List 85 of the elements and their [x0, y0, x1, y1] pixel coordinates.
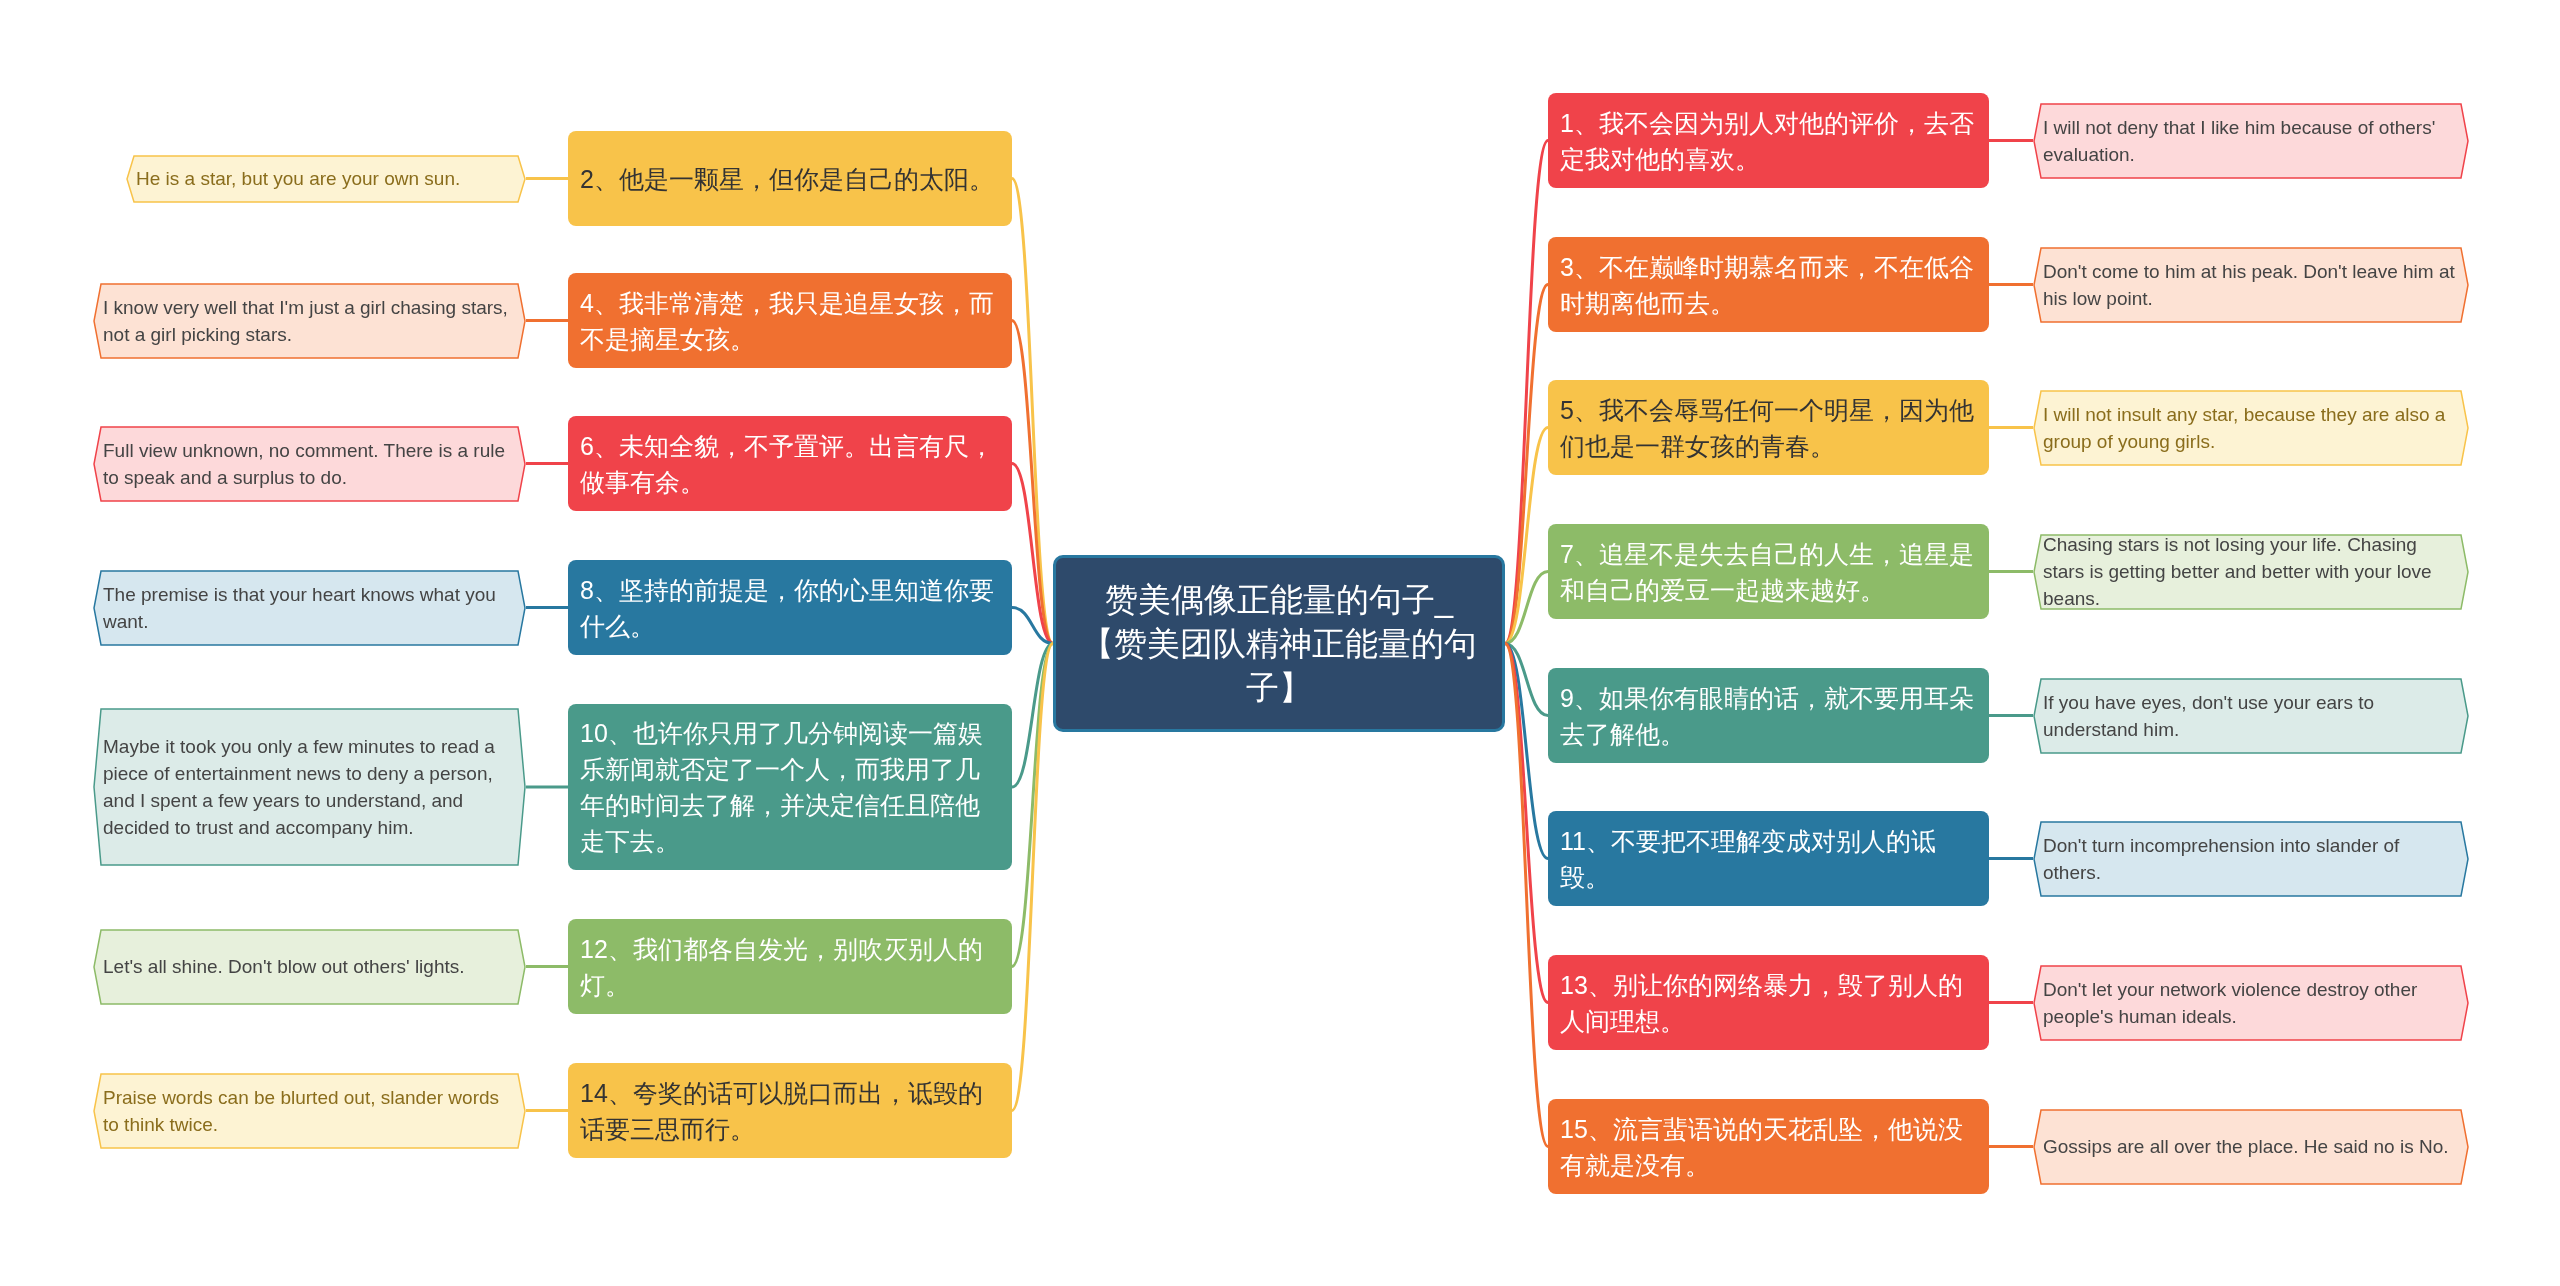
sentence-box — [1548, 93, 1989, 188]
sentence-box — [568, 704, 1012, 870]
connector-line — [526, 785, 568, 789]
connector-line — [1504, 570, 1549, 645]
topic-text: 赞美偶像正能量的句子_【赞美团队精神正能量的句子】 — [1080, 579, 1478, 708]
connector-line — [526, 462, 568, 465]
translation-box — [93, 708, 526, 866]
translation-text: I know very well that I'm just a girl chasing stars, not a girl picking stars. — [102, 295, 509, 347]
sentence-text: 1、我不会因为别人对他的评价，去否定我对他的喜欢。 — [1560, 107, 1975, 175]
sentence-box — [1548, 524, 1989, 619]
translation-box — [93, 425, 526, 502]
connector-line — [1989, 857, 2033, 860]
connector-line — [1504, 642, 1549, 717]
connector-line — [526, 319, 568, 322]
sentence-text: 3、不在巅峰时期慕名而来，不在低谷时期离他而去。 — [1560, 251, 1975, 319]
translation-box — [2033, 246, 2469, 323]
translation-text: Let's all shine. Don't blow out others' lights. — [102, 955, 466, 979]
sentence-text: 6、未知全貌，不予置评。出言有尺，做事有余。 — [580, 430, 995, 498]
connector-line — [1503, 642, 1550, 1148]
translation-text: Chasing stars is not losing your life. Chasing stars is getting better and better with your love beans. — [2042, 533, 2433, 611]
connector-line — [1011, 642, 1054, 789]
translation-text: Gossips are all over the place. He said no is No. — [2042, 1135, 2450, 1159]
sentence-text: 9、如果你有眼睛的话，就不要用耳朵去了解他。 — [1560, 682, 1975, 750]
translation-text: Don't turn incomprehension into slander of others. — [2042, 833, 2401, 885]
sentence-box — [568, 416, 1012, 511]
sentence-text: 12、我们都各自发光，别吹灭别人的灯。 — [580, 933, 984, 1001]
translation-text: Maybe it took you only a few minutes to read a piece of entertainment news to deny a person, and I spent a few years to understand, and decided to trust and accompany him. — [102, 735, 496, 840]
sentence-box — [1548, 955, 1989, 1050]
connector-line — [526, 606, 568, 609]
translation-box — [2033, 389, 2469, 466]
sentence-box — [568, 131, 1012, 226]
sentence-text: 2、他是一颗星，但你是自己的太阳。 — [580, 163, 994, 195]
translation-box — [2033, 102, 2469, 179]
connector-line — [526, 1109, 568, 1112]
connector-line — [526, 177, 568, 180]
translation-box — [126, 154, 526, 203]
sentence-text: 7、追星不是失去自己的人生，追星是和自己的爱豆一起越来越好。 — [1560, 538, 1975, 606]
sentence-box — [568, 1063, 1012, 1158]
sentence-text: 11、不要把不理解变成对别人的诋毁。 — [1560, 825, 1937, 893]
sentence-text: 15、流言蜚语说的天花乱坠，他说没有就是没有。 — [1560, 1113, 1964, 1181]
sentence-box — [1548, 811, 1989, 906]
sentence-box — [1548, 237, 1989, 332]
sentence-text: 13、别让你的网络暴力，毁了别人的人间理想。 — [1560, 969, 1964, 1037]
connector-line — [1989, 1001, 2033, 1004]
sentence-box — [568, 560, 1012, 655]
sentence-box — [568, 273, 1012, 368]
translation-box — [93, 569, 526, 646]
connector-line — [1989, 283, 2033, 286]
connector-line — [1989, 570, 2033, 573]
translation-text: I will not insult any star, because they are also a group of young girls. — [2042, 402, 2447, 454]
connector-line — [1989, 1145, 2033, 1148]
sentence-text: 4、我非常清楚，我只是追星女孩，而不是摘星女孩。 — [580, 287, 995, 355]
topic-box — [1053, 555, 1505, 732]
sentence-box — [1548, 380, 1989, 475]
translation-box — [2033, 677, 2469, 754]
translation-text: I will not deny that I like him because of others' evaluation. — [2042, 115, 2437, 167]
sentence-text: 10、也许你只用了几分钟阅读一篇娱乐新闻就否定了一个人，而我用了几年的时间去了解，并决定信任且陪他走下去。 — [580, 718, 984, 857]
sentence-box — [568, 919, 1012, 1014]
connector-line — [1989, 426, 2033, 429]
sentence-text: 14、夸奖的话可以脱口而出，诋毁的话要三思而行。 — [580, 1077, 984, 1145]
connector-line — [1010, 642, 1055, 1112]
translation-text: If you have eyes, don't use your ears to understand him. — [2042, 690, 2376, 742]
translation-text: Praise words can be blurted out, slander words to think twice. — [102, 1085, 501, 1137]
connector-line — [1011, 462, 1054, 645]
sentence-box — [1548, 668, 1989, 763]
translation-box — [2033, 1108, 2469, 1185]
translation-text: He is a star, but you are your own sun. — [135, 167, 462, 191]
translation-text: The premise is that your heart knows what you want. — [102, 582, 497, 634]
connector-line — [1504, 426, 1549, 645]
sentence-text: 5、我不会辱骂任何一个明星，因为他们也是一群女孩的青春。 — [1560, 394, 1975, 462]
translation-text: Don't let your network violence destroy other people's human ideals. — [2042, 977, 2419, 1029]
sentence-box — [1548, 1099, 1989, 1194]
translation-box — [93, 1072, 526, 1149]
translation-box — [93, 282, 526, 359]
connector-line — [1989, 139, 2033, 142]
connector-line — [1011, 606, 1054, 645]
translation-text: Full view unknown, no comment. There is a rule to speak and a surplus to do. — [102, 438, 506, 490]
translation-box — [2033, 820, 2469, 897]
translation-text: Don't come to him at his peak. Don't leave him at his low point. — [2042, 259, 2456, 311]
connector-line — [1989, 714, 2033, 717]
translation-box — [93, 928, 526, 1005]
translation-box — [2033, 964, 2469, 1041]
connector-line — [1503, 642, 1550, 1004]
sentence-text: 8、坚持的前提是，你的心里知道你要什么。 — [580, 574, 995, 642]
connector-line — [526, 965, 568, 968]
